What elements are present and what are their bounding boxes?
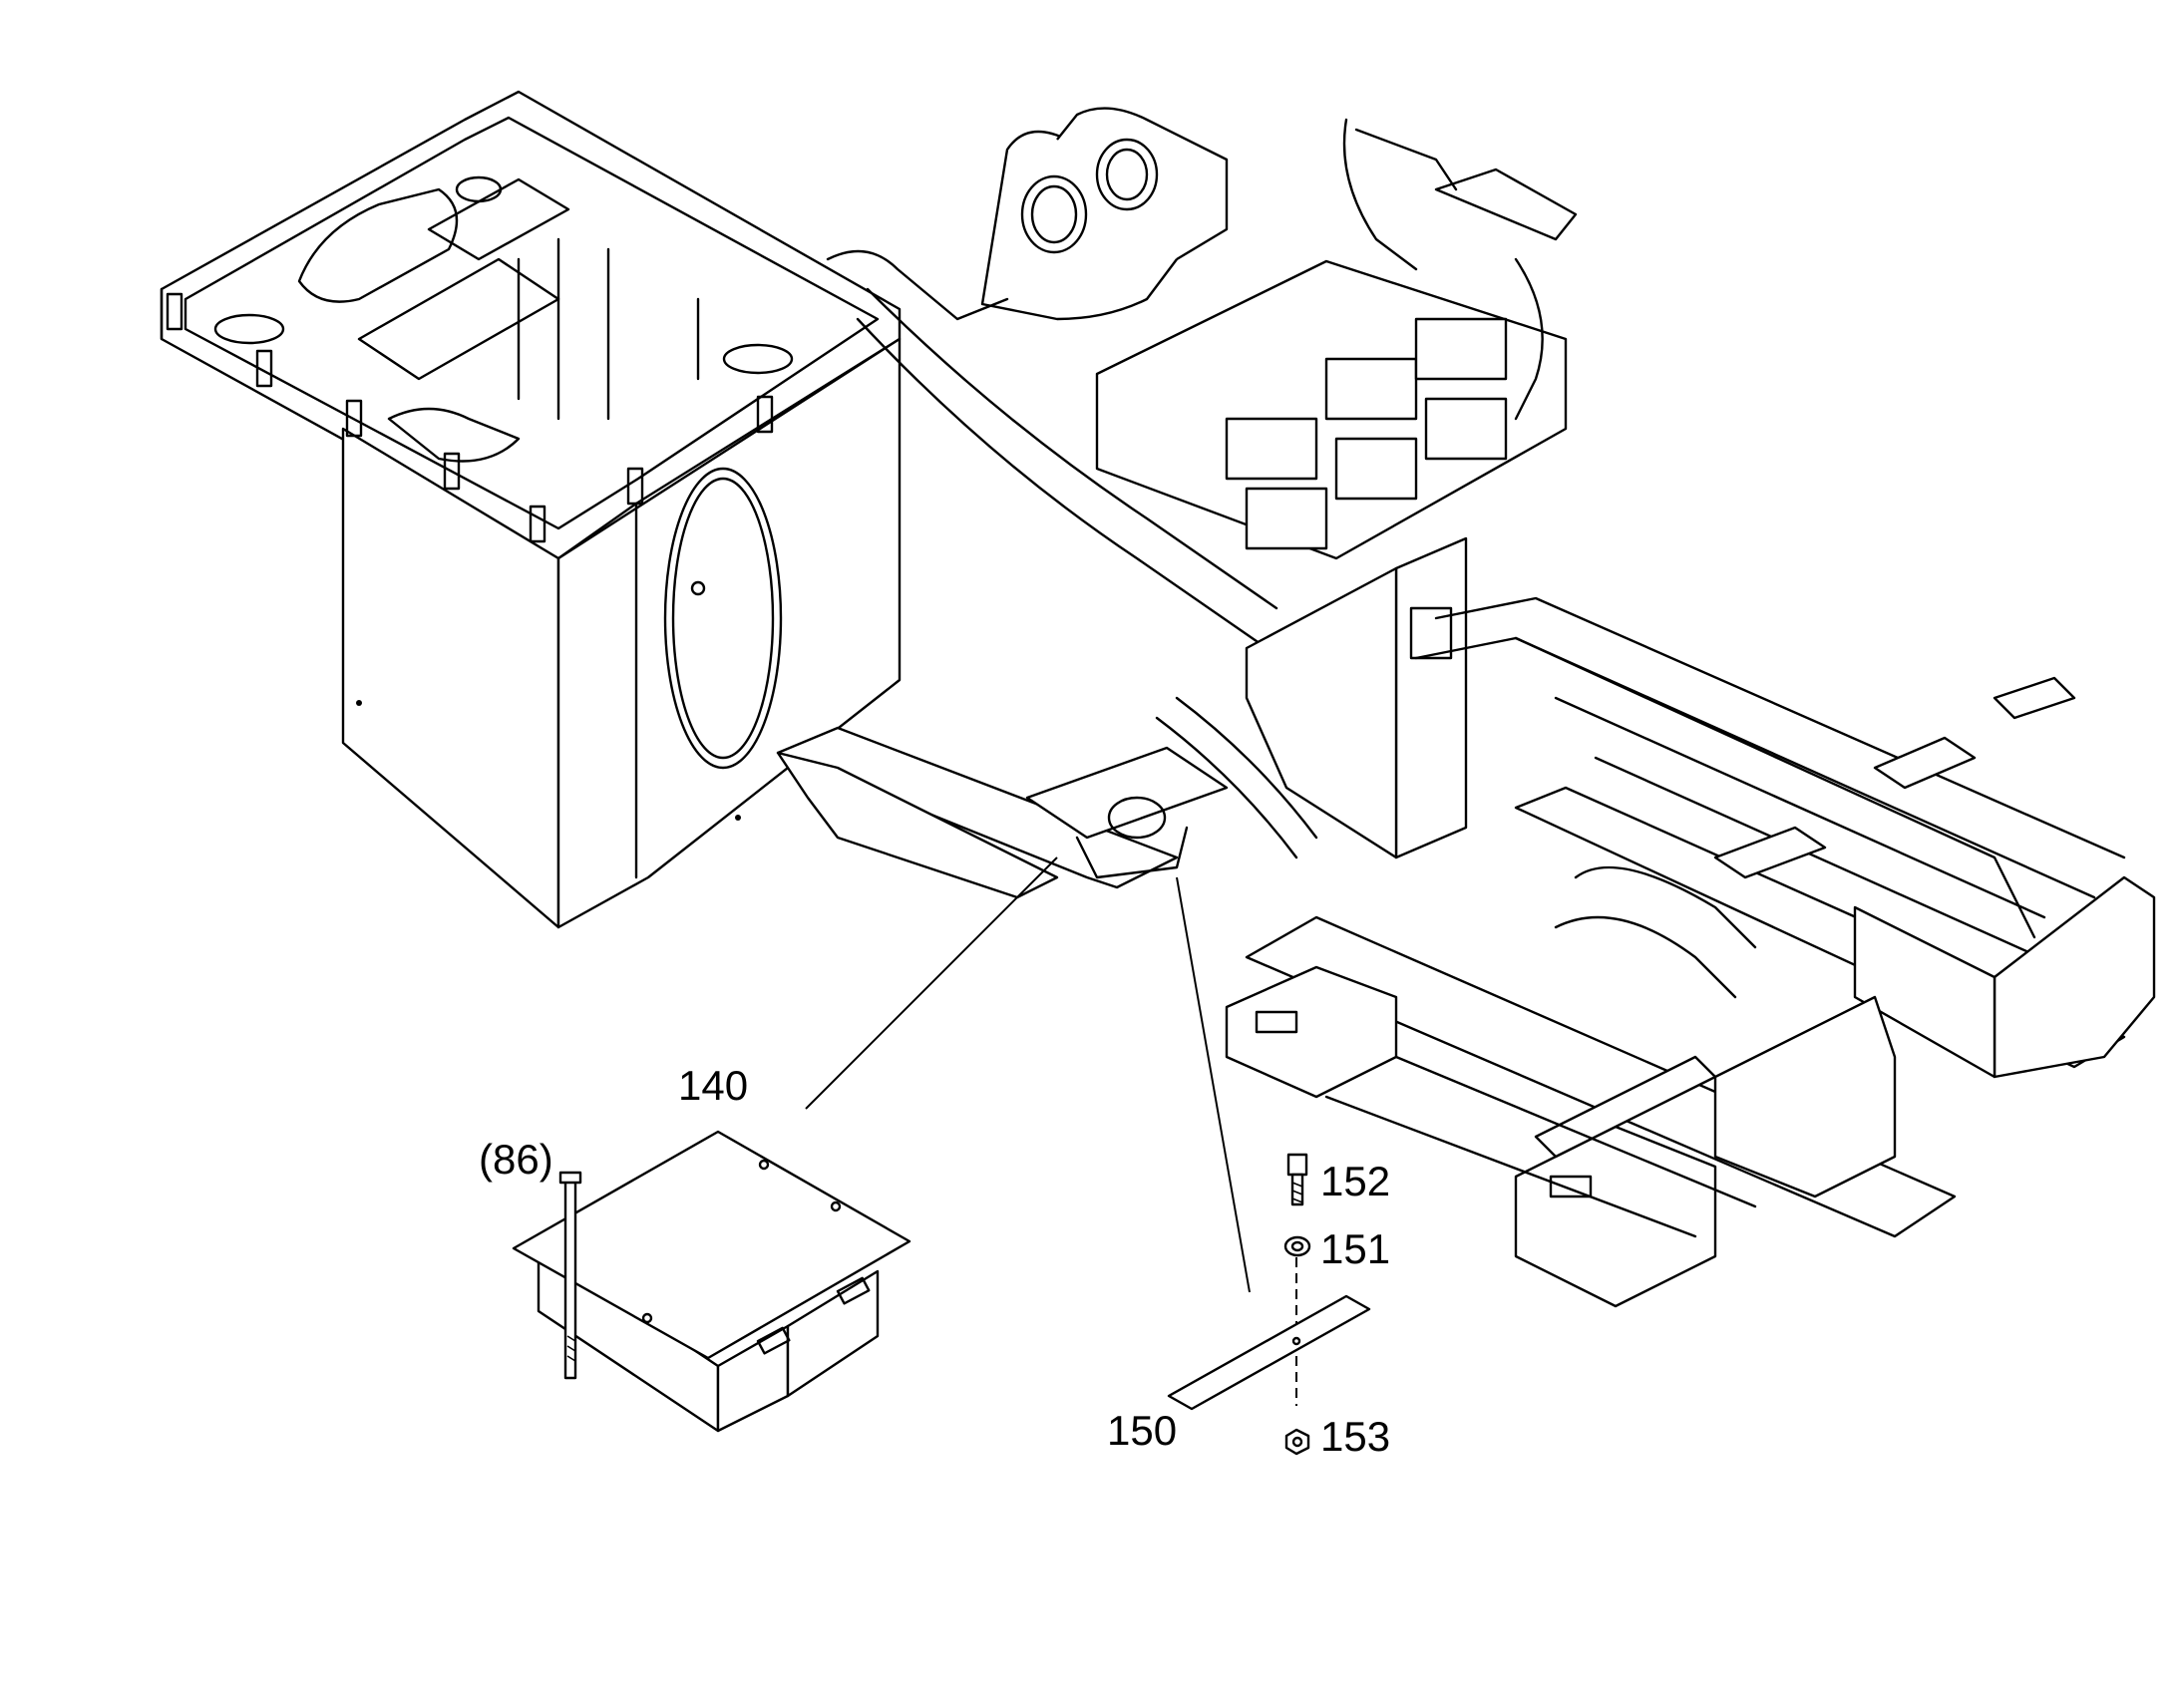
valve-block (1095, 118, 1578, 859)
leader-lines (805, 856, 1297, 1406)
cab-enclosure (160, 90, 902, 929)
callout-140: 140 (678, 1062, 749, 1109)
boom-pivot (826, 107, 1278, 650)
callout-150: 150 (1107, 1407, 1178, 1454)
callout-153: 153 (1320, 1413, 1391, 1460)
battery-assembly (512, 1130, 911, 1433)
callout-86: (86) (479, 1136, 553, 1183)
callout-151: 151 (1320, 1225, 1391, 1272)
callout-152: 152 (1320, 1158, 1391, 1204)
chassis-frame (776, 596, 2156, 1308)
hardware-stack (1167, 1153, 1371, 1456)
